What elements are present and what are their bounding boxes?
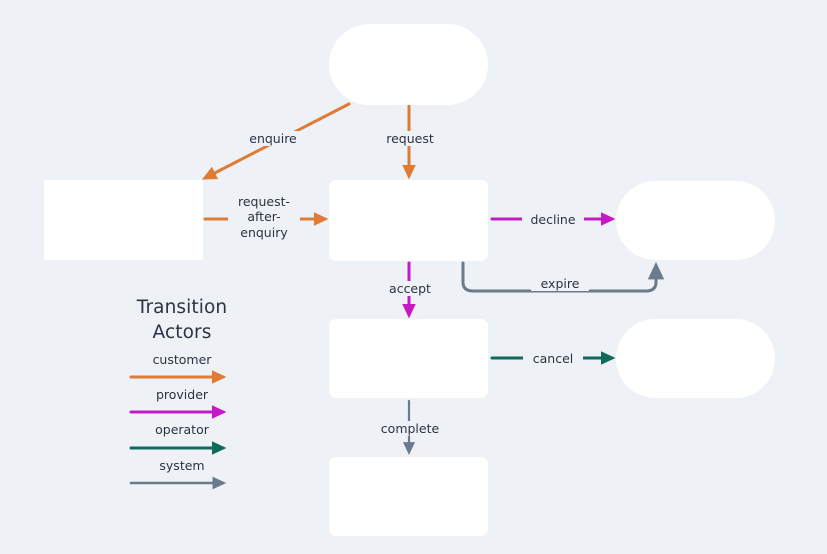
legend-arrow-provider-icon bbox=[129, 405, 227, 420]
state-node-initial[interactable] bbox=[329, 24, 488, 105]
legend-title-line1: Transition bbox=[136, 297, 228, 318]
edge-label-accept: accept bbox=[379, 281, 441, 297]
state-node-declined[interactable] bbox=[616, 181, 775, 260]
legend-item-operator-label: operator bbox=[155, 422, 209, 438]
legend-arrow-operator-icon bbox=[129, 440, 227, 455]
edge-label-cancel: cancel bbox=[523, 351, 583, 367]
edge-label-expire: expire bbox=[531, 276, 589, 292]
legend-item-customer: customer bbox=[118, 352, 246, 385]
edge-label-request: request bbox=[374, 131, 446, 147]
legend-arrow-customer-icon bbox=[129, 370, 227, 385]
state-node-enquired[interactable] bbox=[44, 180, 203, 260]
edge-label-decline: decline bbox=[522, 212, 584, 228]
legend-item-customer-label: customer bbox=[152, 351, 212, 367]
state-node-cancelled[interactable] bbox=[616, 319, 775, 398]
legend-item-provider: provider bbox=[118, 387, 246, 420]
state-node-requested[interactable] bbox=[329, 180, 488, 261]
legend-title: Transition Actors bbox=[118, 296, 246, 346]
legend-item-system: system bbox=[118, 458, 246, 491]
state-node-completed[interactable] bbox=[329, 457, 488, 536]
legend-arrow-system-icon bbox=[129, 476, 227, 490]
edge-label-request-after-enquiry: request- after- enquiry bbox=[228, 194, 300, 240]
legend-title-line2: Actors bbox=[152, 321, 212, 343]
edge-label-complete: complete bbox=[372, 421, 448, 437]
legend-item-operator: operator bbox=[118, 422, 246, 455]
edge-label-enquire: enquire bbox=[234, 131, 312, 147]
legend-item-system-label: system bbox=[159, 457, 205, 473]
state-node-accepted[interactable] bbox=[329, 319, 488, 398]
legend-item-provider-label: provider bbox=[155, 387, 209, 403]
legend: Transition Actors customer provider bbox=[118, 296, 246, 491]
